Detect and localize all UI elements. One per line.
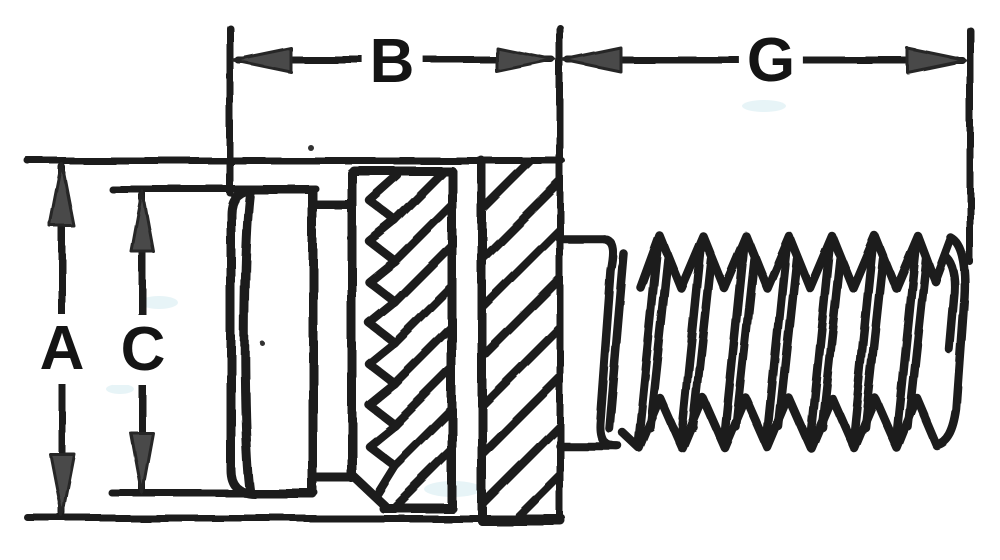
hatch-line: [389, 171, 451, 226]
threaded-stud: [555, 231, 970, 453]
thread-flank: [676, 238, 706, 446]
thread-flank: [719, 238, 749, 446]
thread-flank: [805, 238, 835, 446]
thread-flank: [860, 254, 888, 432]
arrowhead-g-right: [905, 46, 967, 74]
flange-hatching: [482, 161, 561, 522]
knurl-hatching: [389, 171, 452, 510]
hatch-line: [482, 418, 561, 511]
thread-flank: [731, 254, 759, 432]
hatch-line: [389, 238, 452, 308]
hatch-line: [389, 320, 452, 390]
thread-runout-inner: [604, 249, 629, 433]
insert-body: [226, 156, 566, 526]
thread-top-profile: [636, 231, 940, 293]
arrowhead-b-left: [231, 46, 293, 74]
scan-smudge: [106, 384, 134, 394]
thread-flank: [891, 238, 921, 446]
thread-flank: [645, 254, 673, 432]
hatch-line: [482, 222, 561, 315]
hatch-line: [389, 361, 452, 431]
hatch-line: [482, 173, 561, 266]
thread-runout-outer: [595, 234, 623, 451]
arrowhead-a-bottom: [48, 452, 76, 518]
thread-end-runout: [942, 253, 960, 355]
thread-flank: [688, 254, 716, 432]
hatch-line: [506, 467, 561, 522]
dim-label-a: A: [31, 314, 93, 384]
thread-flank: [903, 254, 931, 432]
arrowhead-c-bottom: [129, 431, 155, 495]
dim-label-c: C: [112, 315, 174, 385]
scan-speck: [260, 341, 266, 347]
hatch-line: [482, 271, 561, 364]
hatch-line: [482, 161, 538, 217]
dimension-a: [24, 157, 566, 522]
arrowhead-b-right: [495, 46, 557, 74]
thread-end-cap: [930, 233, 970, 451]
thread-flank: [762, 238, 792, 446]
thread-flank: [633, 238, 663, 446]
dim-label-b: B: [361, 27, 423, 97]
hatch-line: [482, 320, 561, 413]
arrowhead-c-top: [129, 189, 155, 253]
hatch-line: [389, 197, 452, 267]
pilot-chamfer-line: [240, 189, 255, 495]
arrowhead-a-top: [48, 162, 76, 228]
pilot-outline: [226, 185, 318, 499]
hatch-line: [389, 443, 452, 510]
hatch-line: [389, 402, 452, 472]
dim-label-g: G: [738, 26, 804, 96]
knurl-sawtooth-edge: [364, 170, 402, 500]
scan-speck: [307, 144, 313, 150]
knurl-bottom-chamfer: [347, 470, 390, 511]
scan-smudge: [140, 296, 178, 309]
thread-flank: [774, 254, 802, 432]
scan-smudge: [742, 100, 786, 112]
arrowhead-g-left: [561, 46, 623, 74]
hatch-line: [482, 369, 561, 462]
thread-flank: [817, 254, 845, 432]
hatch-line: [389, 279, 452, 349]
thread-flank: [848, 238, 878, 446]
